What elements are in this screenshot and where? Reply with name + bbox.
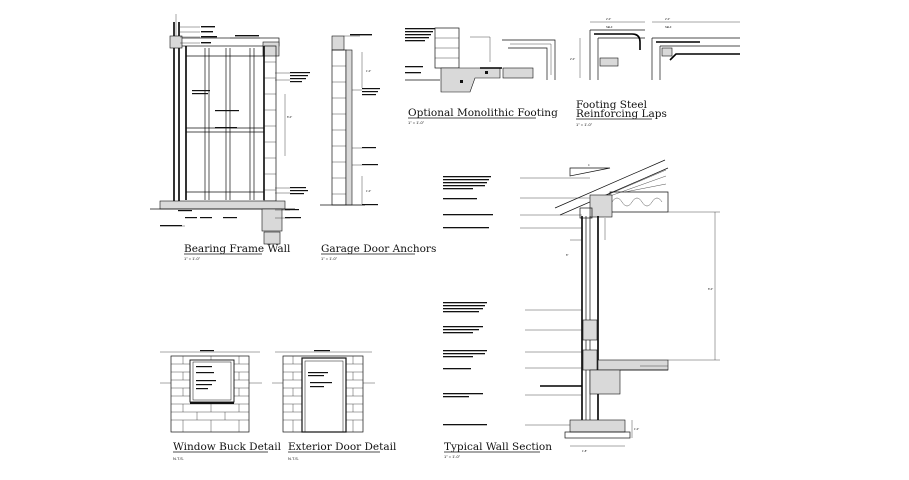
bearing-frame-wall-detail: 8'-0" Bearing Frame Wall xyxy=(150,14,310,261)
laps-sub-1: SELF xyxy=(606,25,613,29)
footing-depth-dim: 1'-0" xyxy=(634,427,639,431)
typical-wall-section-title: Typical Wall Section xyxy=(444,441,552,453)
wall-height-dim: 8'-0" xyxy=(708,287,713,291)
typical-wall-section-detail: 4 1'-8" 1'-0" 8'-0" xyxy=(443,159,720,459)
exterior-door-scale: N.T.S. xyxy=(288,456,299,461)
laps-sub-2: SELF xyxy=(665,25,672,29)
steel-laps-title-1: Footing Steel xyxy=(576,99,648,111)
frame-height-dim: 8'-0" xyxy=(287,115,292,119)
anchor-bottom-dim: 1'-0" xyxy=(366,189,371,193)
steel-laps-title-2: Reinforcing Laps xyxy=(576,108,667,120)
bearing-frame-wall-scale: 1" = 1'-0" xyxy=(184,256,201,261)
slope-rise: 4 xyxy=(588,163,590,167)
steel-laps-scale: 1" = 1'-0" xyxy=(576,122,593,127)
garage-door-anchors-scale: 1" = 1'-0" xyxy=(321,256,338,261)
garage-door-anchors-title: Garage Door Anchors xyxy=(321,243,436,255)
optional-monolithic-footing-detail: Optional Monolithic Footing 1" = 1'-0" xyxy=(405,27,558,125)
exterior-door-title: Exterior Door Detail xyxy=(288,441,397,453)
wall-base-dim: 8" xyxy=(566,253,568,257)
laps-dim-1: 2'-0" xyxy=(606,17,611,21)
monolithic-footing-title: Optional Monolithic Footing xyxy=(408,107,558,119)
garage-door-anchors-detail: 1'-0" 1'-0" Garage Door Anchors 1" = 1'-… xyxy=(320,34,436,261)
bearing-frame-wall-title: Bearing Frame Wall xyxy=(184,243,291,255)
footing-steel-laps-detail: 2'-0" SELF 2'-0" 2'-0" SELF Footing Stee… xyxy=(502,17,740,127)
exterior-door-detail: Exterior Door Detail N.T.S. xyxy=(272,350,397,461)
window-buck-title: Window Buck Detail xyxy=(173,441,282,453)
laps-dim-3: 2'-0" xyxy=(665,17,670,21)
laps-dim-2: 2'-0" xyxy=(570,57,575,61)
window-buck-scale: N.T.S. xyxy=(173,456,184,461)
anchor-top-dim: 1'-0" xyxy=(366,69,371,73)
typical-wall-section-scale: 1" = 1'-0" xyxy=(444,454,461,459)
monolithic-footing-scale: 1" = 1'-0" xyxy=(408,120,425,125)
window-buck-detail: Window Buck Detail N.T.S. xyxy=(160,350,282,461)
footing-width-dim: 1'-8" xyxy=(582,449,587,453)
